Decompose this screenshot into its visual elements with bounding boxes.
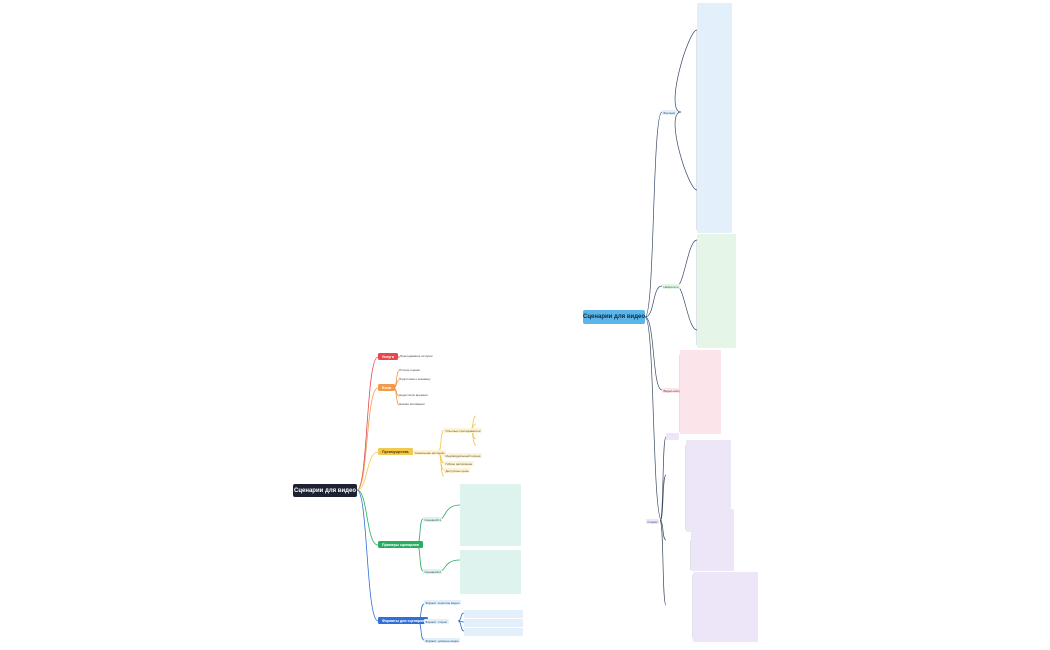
branch-stories[interactable]: Сторис <box>646 519 660 525</box>
format-item[interactable]: Формат: длинное видео <box>424 638 461 644</box>
branch-advantages[interactable]: Преимущества <box>378 448 413 455</box>
video-instruction-text-block <box>680 350 721 434</box>
advantage-item[interactable]: Доступные цены <box>444 468 471 474</box>
branch-pains[interactable]: Боли <box>378 384 396 391</box>
branch-neural-networks[interactable]: Нейросети <box>662 284 680 290</box>
format-detail-block <box>464 619 523 627</box>
pain-item[interactable]: Плохие оценки <box>399 368 420 372</box>
pain-item[interactable]: Подготовка к экзамену <box>399 377 431 381</box>
root-node-left[interactable]: Сценарии для видео <box>293 484 357 497</box>
neural-text-block <box>697 234 736 348</box>
advantage-item[interactable]: Индивидуальный подход <box>444 453 482 459</box>
root-node-right[interactable]: Сценарии для видео <box>583 310 645 324</box>
branch-script-formats[interactable]: Форматы для сценария <box>378 617 429 624</box>
script-example-item[interactable]: Сценарий 2 <box>423 569 443 575</box>
script-text-block <box>460 484 521 546</box>
stories-text-block <box>691 509 734 571</box>
advantage-item[interactable]: Опытные преподаватели <box>444 428 482 434</box>
branch-funnels[interactable]: Воронки <box>662 110 677 116</box>
advantage-item[interactable]: Гибкое расписание <box>444 461 474 467</box>
pain-item[interactable]: Низкая мотивация <box>399 402 425 406</box>
format-item[interactable]: Формат: короткое видео <box>424 600 461 606</box>
stories-text-block <box>693 572 758 642</box>
branch-video-instructions[interactable]: Видео-инструкции <box>662 388 691 394</box>
format-item[interactable]: Формат: сторис <box>424 619 449 625</box>
script-example-item[interactable]: Сценарий 1 <box>423 517 443 523</box>
stories-text-block-general <box>666 433 679 440</box>
branch-script-examples[interactable]: Примеры сценариев <box>378 541 423 548</box>
format-detail-block <box>464 628 523 636</box>
format-detail-block <box>464 610 523 618</box>
pain-item[interactable]: Недостаток времени <box>399 393 428 397</box>
script-text-block <box>460 550 521 594</box>
branch-services[interactable]: Услуги <box>378 353 398 360</box>
service-item[interactable]: Преподавание истории <box>400 354 433 358</box>
funnel-text-block <box>697 3 732 233</box>
advantage-item[interactable]: Уникальная методика <box>413 450 447 456</box>
